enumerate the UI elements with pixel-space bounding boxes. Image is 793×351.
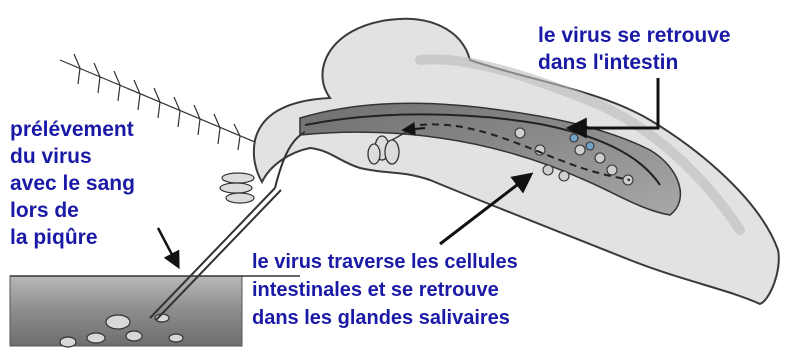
label-line: lors de: [10, 197, 135, 224]
label-line: du virus: [10, 143, 135, 170]
label-virus-in-salivary-glands: le virus traverse les cellules intestina…: [252, 248, 518, 332]
label-line: prélévement: [10, 116, 135, 143]
label-line: la piqûre: [10, 224, 135, 251]
label-line: le virus traverse les cellules: [252, 248, 518, 276]
label-line: le virus se retrouve: [538, 22, 731, 49]
label-line: dans les glandes salivaires: [252, 304, 518, 332]
label-virus-in-intestine: le virus se retrouve dans l'intestin: [538, 22, 731, 76]
mouthparts: [220, 173, 254, 203]
label-line: avec le sang: [10, 170, 135, 197]
label-line: intestinales et se retrouve: [252, 276, 518, 304]
label-virus-sampling: prélévement du virus avec le sang lors d…: [10, 116, 135, 251]
label-line: dans l'intestin: [538, 49, 731, 76]
arrow-to-proboscis: [158, 228, 178, 266]
